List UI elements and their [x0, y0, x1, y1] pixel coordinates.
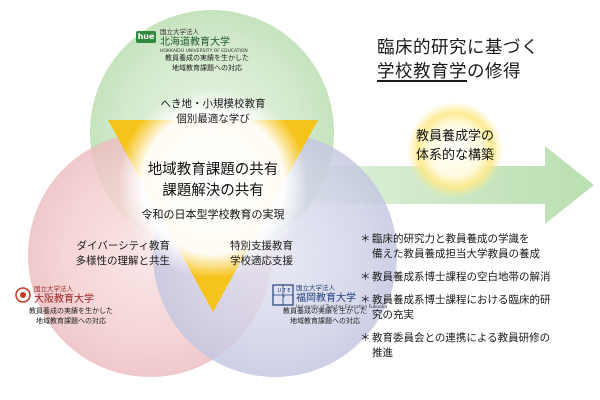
bullet-item: ＊ 臨床的研究力と教員養成の学識を 備えた教員養成担当大学教員の養成	[360, 232, 596, 262]
region-top-line1: へき地・小規模校教育	[160, 98, 266, 110]
region-top: へき地・小規模校教育 個別最適な学び	[128, 97, 298, 127]
hue-logo-text: hue	[137, 32, 155, 41]
region-top-line2: 個別最適な学び	[176, 113, 250, 125]
bullet-mark: ＊	[360, 271, 371, 283]
fukuoka-name-en: University of Teacher Education Fukuoka	[296, 305, 388, 310]
hokkaido-name-en: HOKKAIDO UNIVERSITY OF EDUCATION	[160, 49, 248, 54]
glow-circle	[407, 102, 503, 198]
fukuoka-name-small: 国立大学法人	[296, 284, 335, 292]
bullet-line1: 教員養成系博士課程の空白地帯の解消	[372, 271, 551, 283]
title-underlined: 学校教育学	[377, 62, 467, 82]
fukuoka-desc: 教員養成の実績を生かした 地域教育課題への対応	[260, 306, 390, 326]
hokkaido-desc-line1: 教員養成の実績を生かした	[165, 54, 249, 62]
bullet-mark: ＊	[360, 332, 371, 344]
core-line3: 令和の日本型学校教育の実現	[141, 208, 285, 221]
osaka-desc-line2: 地域教育課題への対応	[36, 317, 106, 325]
osaka-name-block: 国立大学法人 大阪教育大学	[34, 285, 144, 306]
fukuoka-desc-line2: 地域教育課題への対応	[290, 317, 360, 325]
hokkaido-desc: 教員養成の実績を生かした 地域教育課題への対応	[132, 53, 282, 73]
bullet-line1: 教員養成系博士課程における臨床的研	[372, 294, 551, 306]
bullet-line2: 備えた教員養成担当大学教員の養成	[372, 248, 540, 260]
glow-line2: 体系的な構築	[415, 148, 494, 163]
hue-logo-icon	[136, 31, 156, 43]
osaka-name-small: 国立大学法人	[34, 285, 73, 293]
bullet-line1: 教育委員会との連携による教員研修の	[372, 332, 551, 344]
title-line1: 臨床的研究に基づく	[377, 38, 539, 58]
osaka-name: 大阪教育大学	[34, 294, 94, 305]
osaka-desc-line1: 教員養成の実績を生かした	[29, 307, 113, 315]
region-right-line2: 学校適応支援	[230, 255, 293, 267]
bullet-item: ＊ 教員養成系博士課程における臨床的研 究の充実	[360, 293, 596, 323]
hokkaido-name-small: 国立大学法人	[160, 28, 199, 36]
fukuoka-name: 福岡教育大学	[296, 293, 356, 304]
bullet-line1: 臨床的研究力と教員養成の学識を	[372, 233, 530, 245]
glow-line1: 教員養成学の	[415, 129, 494, 144]
bullet-list: ＊ 臨床的研究力と教員養成の学識を 備えた教員養成担当大学教員の養成 ＊ 教員養…	[360, 232, 596, 369]
bullet-line2: 推進	[372, 347, 393, 359]
hokkaido-name: 北海道教育大学	[160, 37, 230, 48]
region-right: 特別支援教育 学校適応支援	[230, 239, 330, 269]
region-left: ダイバーシティ教育 多様性の理解と共生	[40, 239, 171, 269]
utef-logo-text: U T E F	[277, 288, 291, 301]
region-right-line1: 特別支援教育	[230, 240, 293, 252]
region-left-line2: 多様性の理解と共生	[75, 255, 171, 267]
core-line2: 課題解決の共有	[162, 183, 264, 199]
bullet-item: ＊ 教育委員会との連携による教員研修の 推進	[360, 331, 596, 361]
fukuoka-name-block: 国立大学法人 福岡教育大学 University of Teacher Educ…	[296, 284, 406, 311]
glow-text: 教員養成学の 体系的な構築	[395, 127, 515, 165]
bullet-item: ＊ 教員養成系博士課程の空白地帯の解消	[360, 270, 596, 285]
center-disc	[118, 88, 308, 278]
hokkaido-desc-line2: 地域教育課題への対応	[172, 64, 242, 72]
bullet-mark: ＊	[360, 294, 371, 306]
title-line2: 学校教育学の修得	[377, 60, 597, 84]
utef-logo-icon	[272, 284, 294, 306]
hokkaido-name-block: 国立大学法人 北海道教育大学 HOKKAIDO UNIVERSITY OF ED…	[160, 28, 280, 55]
title-suffix: の修得	[467, 62, 521, 82]
bullet-line2: 究の充実	[372, 309, 414, 321]
bullet-mark: ＊	[360, 233, 371, 245]
region-left-line1: ダイバーシティ教育	[76, 240, 170, 252]
core-line1: 地域教育課題の共有	[147, 162, 279, 178]
osaka-seal-icon	[15, 287, 31, 303]
core-block: 地域教育課題の共有 課題解決の共有 令和の日本型学校教育の実現	[123, 160, 303, 222]
page-title: 臨床的研究に基づく 学校教育学の修得	[377, 36, 597, 84]
osaka-desc: 教員養成の実績を生かした 地域教育課題への対応	[6, 306, 136, 326]
fukuoka-desc-line1: 教員養成の実績を生かした	[283, 307, 367, 315]
